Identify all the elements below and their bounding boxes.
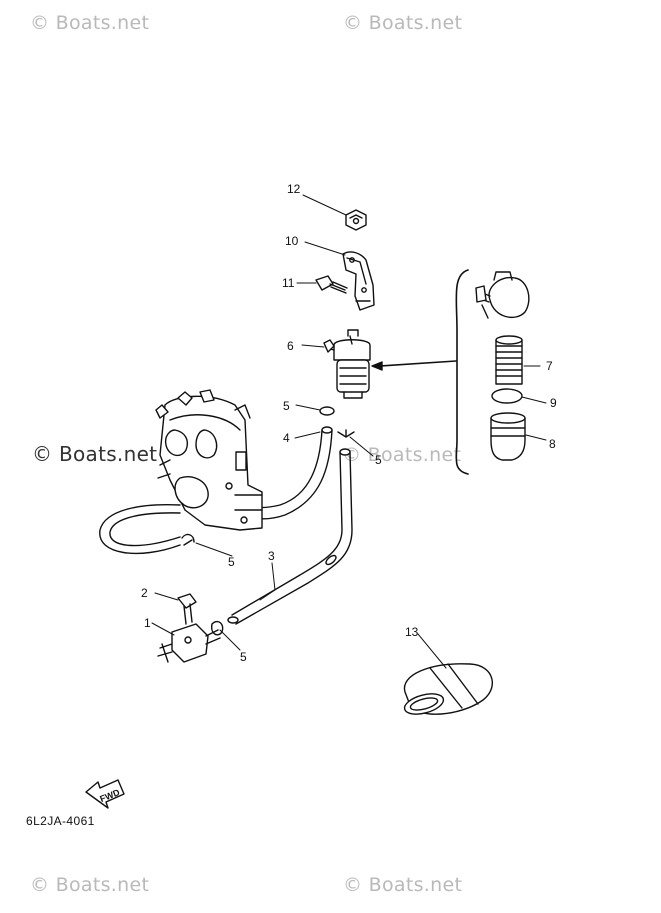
callout-7: 7	[546, 359, 553, 373]
callout-8: 8	[549, 437, 556, 451]
watermark-bottom-left: © Boats.net	[30, 874, 150, 896]
part-6-fuel-filter[interactable]	[323, 329, 371, 399]
leader-lines	[151, 194, 547, 669]
callout-5a: 5	[283, 399, 290, 413]
part-5-clip-d[interactable]	[210, 620, 224, 636]
part-5-clip-a[interactable]	[319, 406, 335, 416]
part-13-sleeve[interactable]	[402, 663, 493, 718]
exploded-filter-group	[371, 269, 530, 475]
callout-10: 10	[285, 234, 299, 248]
callout-5c: 5	[228, 555, 235, 569]
callout-9: 9	[550, 396, 557, 410]
part-1-fuel-joint[interactable]	[157, 623, 221, 663]
watermark-top-left: © Boats.net	[30, 12, 150, 34]
callout-2: 2	[141, 586, 148, 600]
part-3-fuel-hose[interactable]	[227, 448, 353, 625]
callout-13: 13	[405, 625, 419, 639]
part-12-nut[interactable]	[345, 209, 367, 231]
callout-5d: 5	[240, 650, 247, 664]
part-2-bolt[interactable]	[177, 593, 197, 625]
part-7-filter-element[interactable]	[495, 335, 523, 385]
diagram-code: 6L2JA-4061	[26, 814, 95, 828]
callout-1: 1	[144, 616, 151, 630]
carburetor[interactable]	[155, 389, 263, 531]
callout-6: 6	[287, 339, 294, 353]
callout-4: 4	[283, 431, 290, 445]
callout-3: 3	[268, 549, 275, 563]
callout-5b: 5	[375, 453, 382, 467]
filter-cap[interactable]	[475, 271, 530, 319]
part-11-bolt[interactable]	[315, 275, 348, 294]
watermark-bottom-right: © Boats.net	[343, 874, 463, 896]
callout-labels: 1 2 3 4 5 5 5 5 6 7 8 9 10 11 12 13	[141, 182, 557, 664]
part-8-filter-cup[interactable]	[490, 412, 526, 461]
part-9-o-ring[interactable]	[491, 388, 523, 404]
part-5-clip-b[interactable]	[337, 429, 355, 438]
fwd-arrow-icon: FWD	[85, 779, 125, 809]
part-5-clip-c[interactable]	[181, 533, 195, 546]
watermark-middle-left: © Boats.net	[32, 442, 158, 466]
callout-12: 12	[287, 182, 301, 196]
part-10-bracket[interactable]	[342, 251, 375, 311]
watermark-middle-right: © Boats.net	[342, 444, 462, 466]
callout-11: 11	[282, 276, 295, 290]
watermark-top-right: © Boats.net	[343, 12, 463, 34]
